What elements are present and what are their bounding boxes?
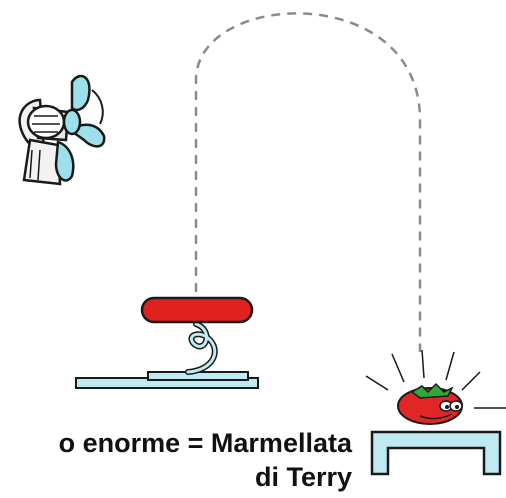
catcher-tray	[372, 432, 500, 474]
caption-line-2: di Terry	[255, 464, 352, 491]
tomato-character	[366, 350, 506, 424]
fan-icon	[20, 76, 105, 184]
caption-line-1: o enorme = Marmellata	[59, 430, 352, 457]
spring-launcher	[76, 298, 258, 388]
